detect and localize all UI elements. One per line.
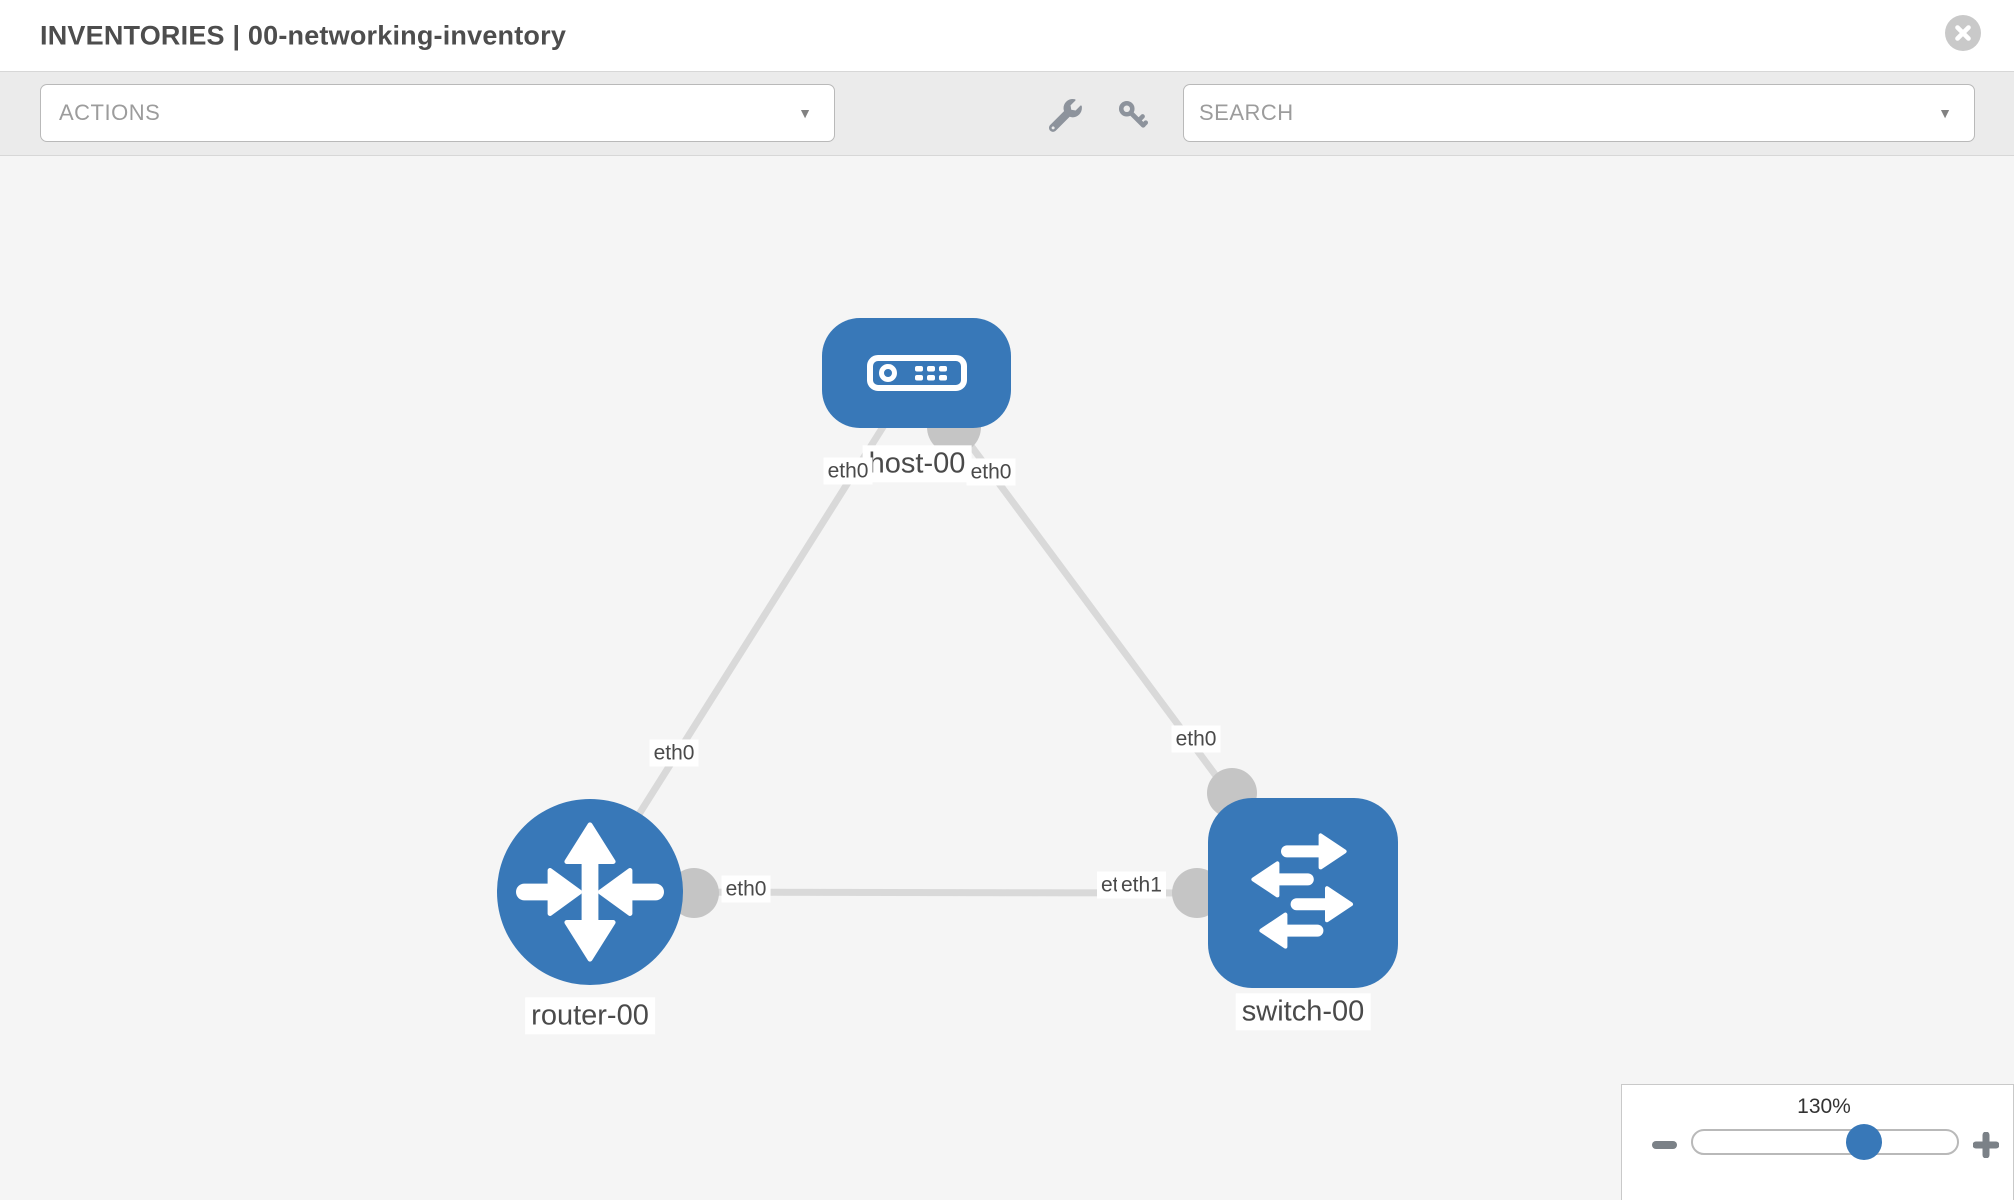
zoom-slider-thumb[interactable] <box>1846 1124 1882 1160</box>
close-button[interactable] <box>1945 15 1981 51</box>
if-label-host-to-router: eth0 <box>823 457 873 485</box>
page-title: INVENTORIES | 00-networking-inventory <box>40 20 567 50</box>
if-label-switch-to-host: eth0 <box>1171 725 1221 753</box>
switch-icon <box>1251 833 1353 949</box>
links-layer <box>587 370 1306 918</box>
zoom-panel: 130% <box>1621 1084 2014 1200</box>
close-icon <box>1955 25 1971 41</box>
node-label-host: host-00 <box>862 445 972 483</box>
host-icon <box>866 355 967 391</box>
plus-icon <box>1972 1131 2000 1159</box>
zoom-slider-track[interactable] <box>1691 1129 1959 1155</box>
topology-canvas[interactable]: host-00 router-00 switch-00 eth0 eth0 et… <box>0 156 2014 1200</box>
if-label-router-to-switch: eth0 <box>721 875 771 903</box>
node-switch[interactable] <box>1208 798 1398 988</box>
search-dropdown[interactable]: SEARCH ▼ <box>1183 84 1975 142</box>
wrench-icon <box>1048 98 1082 132</box>
key-icon <box>1118 100 1149 128</box>
router-icon <box>516 822 664 962</box>
chevron-down-icon: ▼ <box>1938 105 1952 121</box>
actions-dropdown-label: ACTIONS <box>59 100 161 125</box>
if-label-host-to-switch: eth0 <box>966 458 1016 486</box>
configure-button[interactable] <box>1047 97 1083 133</box>
node-label-router: router-00 <box>525 997 655 1035</box>
zoom-level-value: 130% <box>1797 1095 1851 1118</box>
toolbar: ACTIONS ▼ SEARCH ▼ <box>0 72 2014 156</box>
actions-dropdown[interactable]: ACTIONS ▼ <box>40 84 835 142</box>
zoom-out-button[interactable] <box>1652 1141 1677 1149</box>
if-label-router-to-host: eth0 <box>649 739 699 767</box>
node-router[interactable] <box>497 799 683 985</box>
window-header: INVENTORIES | 00-networking-inventory <box>0 0 2014 72</box>
credentials-button[interactable] <box>1115 97 1151 133</box>
if-label-switch-to-router: eth1 <box>1117 871 1166 899</box>
node-label-switch: switch-00 <box>1235 993 1371 1031</box>
node-host[interactable] <box>822 318 1011 428</box>
search-dropdown-label: SEARCH <box>1199 100 1294 125</box>
zoom-in-button[interactable] <box>1972 1131 2000 1159</box>
chevron-down-icon: ▼ <box>798 105 812 121</box>
